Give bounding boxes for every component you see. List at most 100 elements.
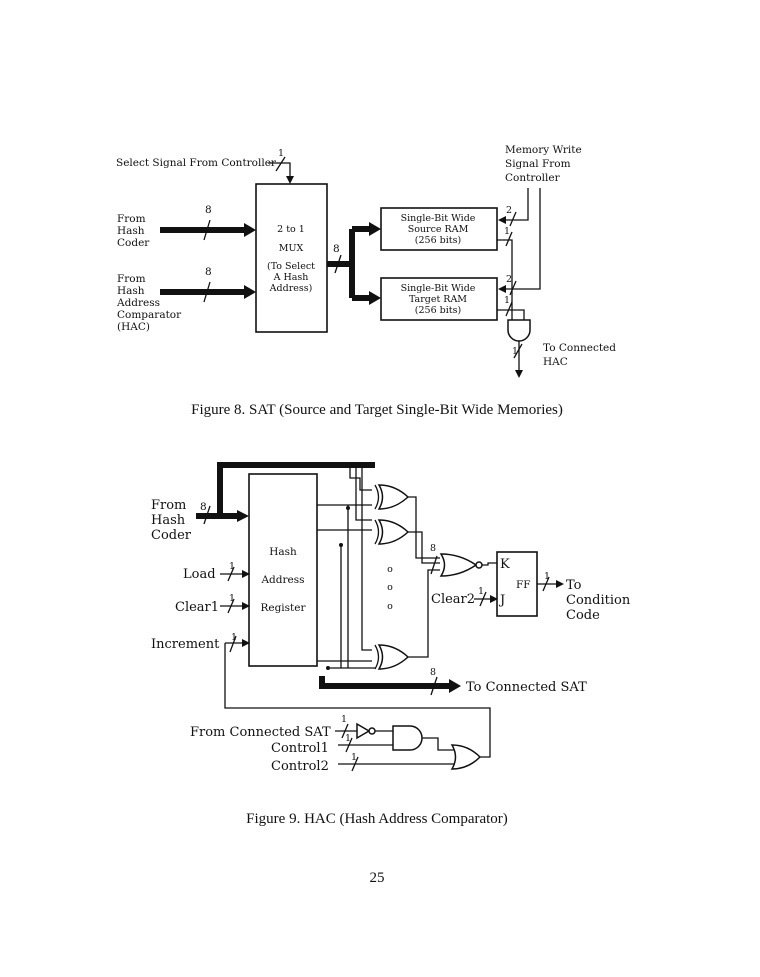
figure-8-caption: Figure 8. SAT (Source and Target Single-… <box>191 402 563 418</box>
hash-coder-slash <box>203 219 211 241</box>
figure-8: Select Signal From Controller 1 2 to 1 M… <box>116 144 616 418</box>
register-label-2: Address <box>260 574 304 586</box>
memory-write-label-2: Signal From <box>505 158 571 170</box>
clear2-width: 1 <box>478 586 484 597</box>
load-arrowhead <box>242 570 250 578</box>
to-sat-slash <box>430 676 438 696</box>
select-width: 1 <box>278 148 284 159</box>
target-ram-label-3: (256 bits) <box>415 305 461 316</box>
xor-gate-1 <box>374 484 410 510</box>
xor-gate-2 <box>374 519 410 545</box>
f9-from-hash-coder-1: From <box>151 498 186 513</box>
and-to-or <box>422 737 454 751</box>
write-wire-target <box>504 188 541 290</box>
control1-slash <box>345 737 353 753</box>
from-sat-slash <box>341 723 349 739</box>
tgt-out-slash <box>505 301 513 317</box>
control2-label: Control2 <box>271 759 329 774</box>
f8-from-hac-5: (HAC) <box>117 321 150 333</box>
ellipsis-dot-1: o <box>387 564 393 575</box>
hac-out-arrowhead <box>515 370 523 378</box>
write-tgt-width: 2 <box>506 274 512 285</box>
mux-out-slash <box>334 254 342 274</box>
mux-label-4: A Hash <box>273 272 309 283</box>
ellipsis-dot-3: o <box>387 601 393 612</box>
mux-output-bus <box>327 226 370 301</box>
source-ram-label-2: Source RAM <box>408 224 469 235</box>
mux-box <box>255 183 328 333</box>
control2-slash <box>351 756 359 772</box>
target-ram-label-2: Target RAM <box>409 294 467 305</box>
mux-label-3: (To Select <box>267 261 315 272</box>
hash-coder-arrowhead <box>244 223 256 237</box>
increment-width: 1 <box>231 632 237 643</box>
bus-tap-1 <box>349 465 372 491</box>
xorn-to-or <box>408 569 440 658</box>
f9-hash-coder-width: 8 <box>200 501 207 513</box>
memory-write-label-1: Memory Write <box>505 144 582 156</box>
target-out-wire <box>497 309 525 320</box>
to-connected-hac-1: To Connected <box>543 342 616 354</box>
f8-from-hac-2: Hash <box>117 285 145 297</box>
mux-label-1: 2 to 1 <box>277 224 305 235</box>
clear2-label: Clear2 <box>431 592 475 607</box>
register-label-1: Hash <box>269 546 297 558</box>
control2-width: 1 <box>351 752 357 763</box>
select-slash <box>275 156 286 172</box>
target-ram-label-1: Single-Bit Wide <box>401 283 476 294</box>
f9-from-hash-coder-3: Coder <box>151 528 192 543</box>
nor-to-k <box>482 562 497 566</box>
inverter <box>356 722 376 740</box>
load-width: 1 <box>229 561 235 572</box>
f9-hash-coder-slash <box>203 505 211 525</box>
tgt-out-width: 1 <box>504 295 510 306</box>
and-out-width: 1 <box>512 346 518 357</box>
to-condition-code-1: To <box>566 578 582 593</box>
write-source-arrowhead <box>498 216 506 224</box>
f9-from-hash-coder-2: Hash <box>151 513 186 528</box>
ff-out-arrowhead <box>556 580 564 588</box>
ff-label: FF <box>516 579 531 591</box>
clear2-slash <box>479 591 487 607</box>
source-ram-label-3: (256 bits) <box>415 235 461 246</box>
top-bus <box>217 462 375 516</box>
register-label-3: Register <box>260 602 306 614</box>
load-slash <box>227 566 235 582</box>
from-sat-width: 1 <box>341 714 347 725</box>
select-arrowhead <box>286 176 294 184</box>
load-label: Load <box>183 567 216 582</box>
write-tgt-slash <box>509 280 517 296</box>
mux-out-width: 8 <box>333 243 340 255</box>
write-src-slash <box>509 211 517 227</box>
increment-arrowhead <box>242 639 250 647</box>
increment-feedback-wire <box>224 643 491 758</box>
junction-dot-2 <box>339 543 343 547</box>
to-condition-code-2: Condition <box>566 593 631 608</box>
from-connected-sat-label: From Connected SAT <box>190 725 331 740</box>
f8-from-hash-coder-2: Hash <box>117 225 145 237</box>
write-target-arrowhead <box>498 285 506 293</box>
select-signal-label: Select Signal From Controller <box>116 157 277 169</box>
bus-tap-2 <box>355 465 372 521</box>
source-ram-box <box>380 207 498 251</box>
hac-arrowhead <box>244 285 256 299</box>
and-out-slash <box>513 343 523 359</box>
hac-slash <box>203 281 211 303</box>
to-connected-hac-2: HAC <box>543 356 568 368</box>
hac-width: 8 <box>205 266 212 278</box>
clear1-arrowhead <box>242 602 250 610</box>
to-connected-sat-label: To Connected SAT <box>466 680 587 695</box>
control1-label: Control1 <box>271 741 329 756</box>
ff-k-label: K <box>500 557 510 572</box>
source-ram-label-1: Single-Bit Wide <box>401 213 476 224</box>
clear1-slash <box>227 598 235 614</box>
f8-from-hash-coder-1: From <box>117 213 146 225</box>
f9-hash-coder-arrowhead <box>237 510 249 522</box>
and-gate-sat <box>507 319 531 342</box>
clear2-arrowhead <box>490 595 498 603</box>
mux-label-5: Address) <box>269 283 313 294</box>
ff-out-slash <box>542 576 550 592</box>
xor1-to-or <box>408 496 440 559</box>
source-ram-arrowhead <box>369 222 381 236</box>
